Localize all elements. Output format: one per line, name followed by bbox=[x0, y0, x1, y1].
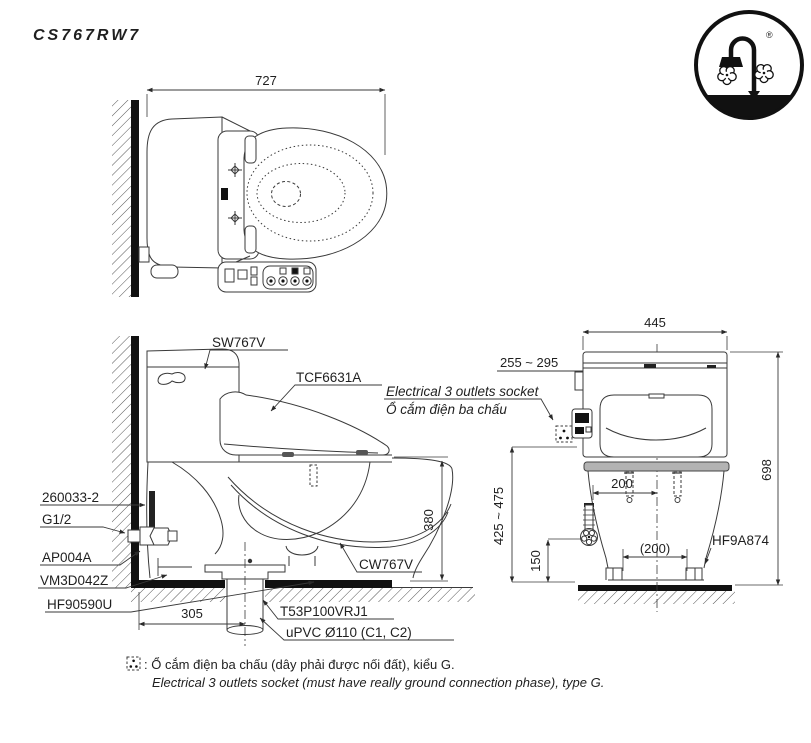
flower-right-icon bbox=[754, 63, 774, 84]
wall-side bbox=[131, 336, 139, 588]
hinge-bottom bbox=[244, 225, 257, 254]
foot-right bbox=[685, 567, 703, 580]
label-valve: AP004A bbox=[42, 550, 92, 565]
hinge-top bbox=[244, 135, 257, 164]
supply-screw bbox=[580, 503, 598, 546]
dim-200-ref: (200) bbox=[640, 541, 670, 556]
floor-hatch-front bbox=[578, 591, 735, 604]
floor-front bbox=[578, 585, 732, 591]
foot-left bbox=[605, 567, 623, 580]
label-bowl: CW767V bbox=[359, 557, 413, 572]
faucet-spout-icon bbox=[719, 57, 743, 67]
drain-hole-outline bbox=[271, 181, 301, 207]
supply-stub-top bbox=[138, 246, 150, 263]
label-thread: G1/2 bbox=[42, 512, 71, 527]
footnote: : Ổ cắm điện ba chấu (dây phải được nối … bbox=[126, 656, 604, 690]
footnote-en: Electrical 3 outlets socket (must have r… bbox=[152, 675, 604, 690]
certification-logo: ® bbox=[694, 10, 804, 120]
bowl-front bbox=[391, 457, 454, 579]
pedestal-left bbox=[587, 470, 609, 569]
label-drain-pipe: uPVC Ø110 (C1, C2) bbox=[286, 625, 412, 640]
seat-bolt-side bbox=[309, 464, 318, 487]
label-seal: HF90590U bbox=[47, 597, 112, 612]
seat-edge-front bbox=[583, 461, 730, 472]
side-view: 380 305 SW767V TCF6631A CW767V T53P100VR… bbox=[38, 335, 475, 646]
dim-445: 445 bbox=[644, 315, 666, 330]
wall-fitting bbox=[127, 529, 141, 543]
label-washlet: TCF6631A bbox=[296, 370, 361, 385]
faucet-icon bbox=[728, 36, 757, 96]
mount-bolt-left bbox=[625, 471, 634, 497]
logo-circle-icon bbox=[694, 10, 804, 120]
washlet-side bbox=[219, 391, 390, 456]
top-view: 727 bbox=[112, 73, 388, 297]
wall-hatch-side bbox=[112, 336, 131, 588]
dim-305: 305 bbox=[181, 606, 203, 621]
page-title: CS767RW7 bbox=[33, 27, 141, 44]
dim-200: 200 bbox=[611, 476, 633, 491]
label-flange: T53P100VRJ1 bbox=[280, 604, 368, 619]
supply-pipe bbox=[149, 491, 155, 530]
tank-top bbox=[146, 116, 223, 269]
flush-tab-top bbox=[150, 264, 179, 279]
label-hose: VM3D042Z bbox=[40, 573, 108, 588]
socket-bracket bbox=[574, 371, 584, 391]
mount-bolt-right bbox=[673, 471, 682, 497]
label-socket-vi: Ổ cắm điện ba chấu bbox=[386, 402, 507, 417]
socket-symbol bbox=[555, 425, 573, 443]
label-supply: 260033-2 bbox=[42, 490, 99, 505]
seat-lid-top bbox=[243, 127, 388, 260]
flower-left-icon bbox=[717, 65, 737, 86]
faucet-drop-icon bbox=[748, 91, 760, 100]
dim-727: 727 bbox=[255, 73, 277, 88]
control-panel-top bbox=[217, 261, 317, 293]
dim-425-475: 425 ~ 475 bbox=[491, 487, 506, 545]
socket-symbol-legend bbox=[126, 656, 141, 671]
footnote-vi: : Ổ cắm điện ba chấu (dây phải được nối … bbox=[144, 657, 455, 672]
dim-698: 698 bbox=[759, 459, 774, 481]
pedestal-right bbox=[703, 470, 725, 569]
registered-mark: ® bbox=[766, 30, 773, 40]
seat-ring-outer bbox=[246, 144, 374, 242]
wall bbox=[131, 100, 139, 297]
bowl-back bbox=[146, 461, 151, 579]
front-view: 445 698 255 ~ 295 425 ~ 475 150 200 (200… bbox=[384, 315, 783, 612]
logo-basin-icon bbox=[706, 95, 792, 118]
label-bolt-cap: HF9A874 bbox=[712, 533, 770, 548]
flush-lever bbox=[157, 372, 186, 385]
label-tank: SW767V bbox=[212, 335, 265, 350]
wall-hatch bbox=[112, 100, 131, 297]
floor-hatch-side bbox=[131, 588, 475, 602]
label-socket-en: Electrical 3 outlets socket bbox=[386, 384, 540, 399]
washlet-front bbox=[599, 394, 713, 458]
seat-ring-inner bbox=[256, 163, 346, 223]
dim-255-295: 255 ~ 295 bbox=[500, 355, 558, 370]
adjust-cross-icon bbox=[228, 163, 242, 225]
dim-150: 150 bbox=[528, 550, 543, 572]
dim-380: 380 bbox=[421, 509, 436, 531]
